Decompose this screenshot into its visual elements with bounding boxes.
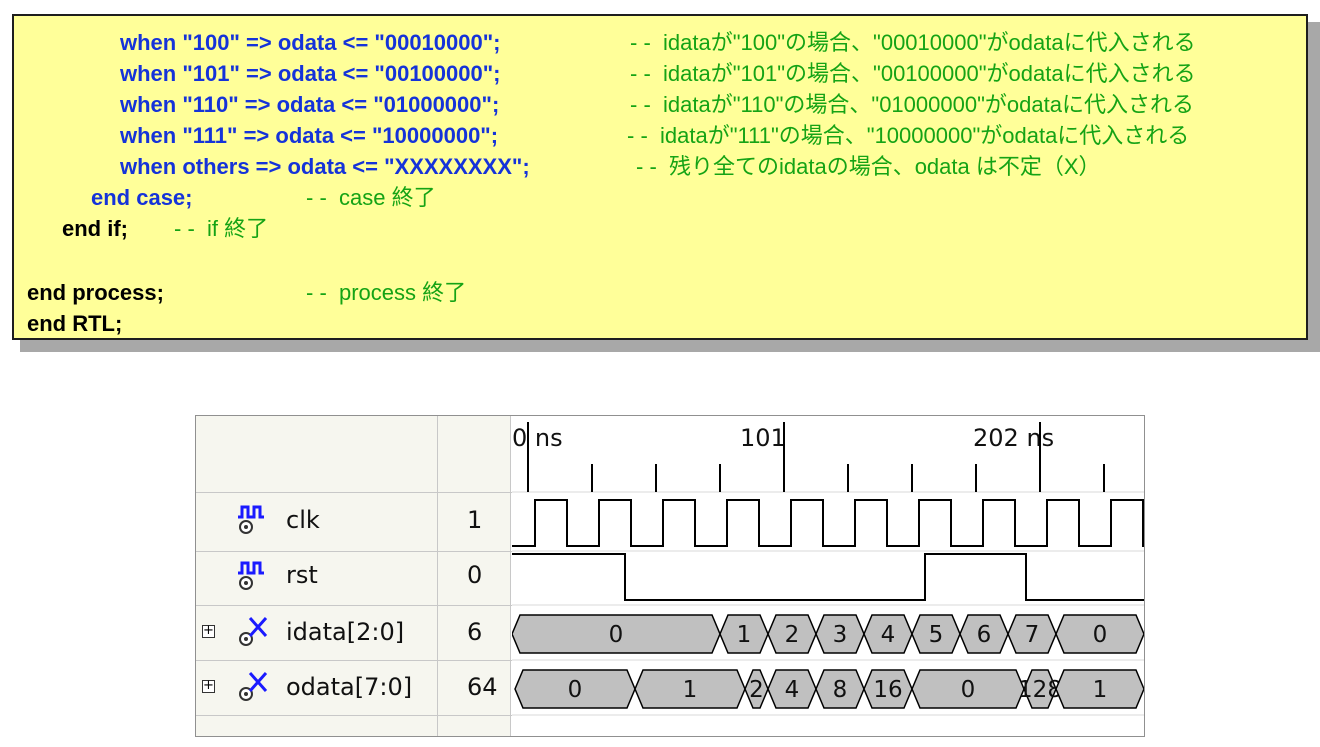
odata-value: 2 [749,677,764,703]
code-line-9: end RTL; [27,311,122,337]
bus-signal-icon [239,617,268,646]
row-divider [196,660,512,661]
code-text: end process; [27,280,164,305]
idata-value: 5 [929,622,944,648]
idata-value: 7 [1025,622,1040,648]
signal-name: odata[7:0] [286,673,413,701]
code-line-5: when others => odata <= "XXXXXXXX"; [120,154,530,180]
code-text: end case; [91,185,193,210]
idata-value: 0 [1093,622,1108,648]
odata-segment [1055,669,1144,709]
comment-text: - - idataが"110"の場合、"01000000"がodataに代入され… [630,92,1194,117]
code-line-2: when "101" => odata <= "00100000"; [120,61,501,87]
time-label: 0 ns [512,424,563,452]
comment-text: - - process 終了 [306,280,467,305]
code-text: when "101" => odata <= "00100000"; [120,61,501,86]
code-text: when "110" => odata <= "01000000"; [120,92,500,117]
idata-value: 0 [609,622,624,648]
idata-value: 1 [737,622,752,648]
idata-value: 2 [785,622,800,648]
comment-line-2: - - idataが"101"の場合、"00100000"がodataに代入され… [630,61,1196,87]
column-divider[interactable] [510,416,511,736]
idata-value: 4 [881,622,896,648]
signal-value-column [438,416,510,736]
time-label: 202 ns [973,424,1054,452]
comment-text: - - idataが"100"の場合、"00010000"がodataに代入され… [630,30,1196,55]
row-divider [196,492,512,493]
odata-value: 128 [1018,677,1062,703]
code-line-3: when "110" => odata <= "01000000"; [120,92,499,118]
row-divider [196,605,512,606]
column-divider[interactable] [437,416,438,736]
odata-value: 1 [1093,677,1108,703]
code-line-1: when "100" => odata <= "00010000"; [120,30,501,56]
time-label: 101 [740,424,786,452]
idata-value: 6 [977,622,992,648]
code-line-8: end process; [27,280,164,306]
signal-value: 64 [467,673,498,701]
code-line-6: end case; [91,185,193,211]
idata-value: 3 [833,622,848,648]
signal-name: idata[2:0] [286,618,405,646]
waveform-viewer: clk 1 rst 0 + idata[2:0] 6 + od [195,415,1145,737]
clk-waveform [512,499,1144,547]
comment-text: - - idataが"111"の場合、"10000000"がodataに代入され… [627,123,1190,148]
rst-waveform [512,553,1144,601]
clock-signal-icon [238,505,264,534]
code-line-4: when "111" => odata <= "10000000"; [120,123,498,149]
comment-line-6: - - case 終了 [306,185,436,211]
code-text: when "100" => odata <= "00010000"; [120,30,501,55]
comment-text: - - if 終了 [174,216,269,241]
signal-value: 0 [467,561,483,589]
expand-button[interactable]: + [202,678,215,693]
expand-button[interactable]: + [202,623,215,638]
idata-segment [1055,614,1144,654]
odata-value: 0 [568,677,583,703]
comment-line-7: - - if 終了 [174,216,268,242]
odata-value: 4 [785,677,800,703]
code-text: end RTL; [27,311,123,336]
signal-name: rst [286,561,318,589]
odata-value: 1 [683,677,698,703]
row-divider [196,715,512,716]
comment-line-4: - - idataが"111"の場合、"10000000"がodataに代入され… [627,123,1189,149]
code-text: end if; [62,216,128,241]
clock-signal-icon [238,561,264,590]
code-box: when "100" => odata <= "00010000"; - - i… [12,14,1308,340]
signal-name: clk [286,506,320,534]
comment-line-3: - - idataが"110"の場合、"01000000"がodataに代入され… [630,92,1194,118]
comment-text: - - idataが"101"の場合、"00100000"がodataに代入され… [630,61,1196,86]
comment-text: - - case 終了 [306,185,436,210]
signal-name-column [196,416,438,736]
comment-line-5: - - 残り全てのidataの場合、odata は不定（X） [636,154,1101,180]
row-divider [196,551,512,552]
bus-signal-icon [239,672,268,701]
comment-line-1: - - idataが"100"の場合、"00010000"がodataに代入され… [630,30,1196,56]
odata-value: 8 [833,677,848,703]
comment-line-8: - - process 終了 [306,280,466,306]
odata-value: 16 [873,677,902,703]
code-text: when others => odata <= "XXXXXXXX"; [120,154,530,179]
signal-value: 1 [467,506,483,534]
comment-text: - - 残り全てのidataの場合、odata は不定（X） [636,154,1101,179]
odata-value: 0 [961,677,976,703]
signal-value: 6 [467,618,483,646]
code-line-7: end if; [62,216,128,242]
code-text: when "111" => odata <= "10000000"; [120,123,499,148]
